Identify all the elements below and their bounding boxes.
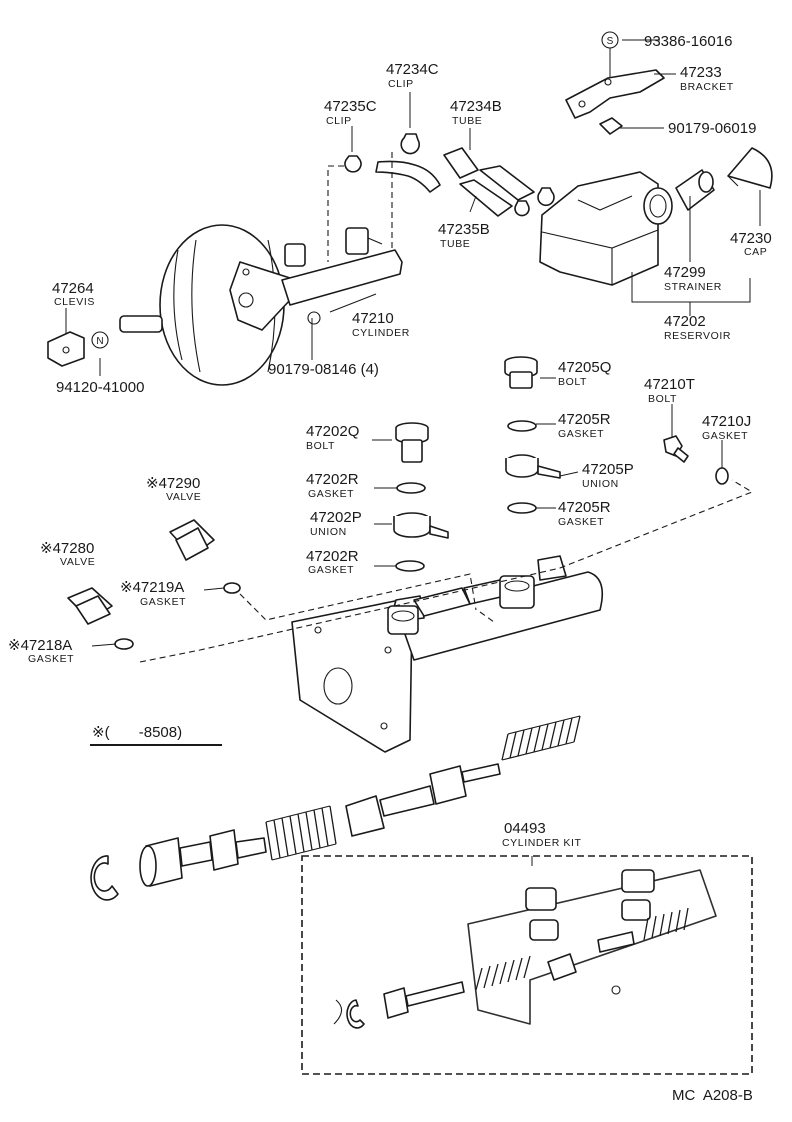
label-47219a-number: ※47219A (120, 579, 184, 596)
label-47233-name: BRACKET (680, 81, 734, 93)
clips-and-tubes (344, 133, 555, 217)
marker-n: N (91, 331, 109, 349)
label-47202r1-number: 47202R (306, 471, 359, 488)
label-47210t-number: 47210T (644, 376, 695, 393)
label-47205r2-number: 47205R (558, 499, 611, 516)
valve-47290 (169, 519, 215, 561)
label-47202r1-name: GASKET (308, 488, 354, 500)
label-47230-name: CAP (744, 246, 767, 258)
valve-47280 (67, 587, 113, 625)
label-47299-number: 47299 (664, 264, 706, 281)
label-47280-number: ※47280 (40, 540, 94, 557)
label-47205r1-name: GASKET (558, 428, 604, 440)
label-47202-name: RESERVOIR (664, 330, 731, 342)
label-47299-name: STRAINER (664, 281, 722, 293)
label-93386-number: 93386-16016 (644, 33, 732, 50)
label-47218a-number: ※47218A (8, 637, 72, 654)
label-47233-number: 47233 (680, 64, 722, 81)
cylinder-kit-box (301, 855, 753, 1075)
label-47205r1-number: 47205R (558, 411, 611, 428)
label-47234b-number: 47234B (450, 98, 502, 115)
union-bolt-set-upper (504, 356, 561, 514)
label-47210-number: 47210 (352, 310, 394, 327)
marker-o-90179 (307, 311, 321, 325)
bolt-47210t (663, 435, 689, 463)
label-47205r2-name: GASKET (558, 516, 604, 528)
leader-lines (65, 39, 761, 866)
marker-s-text: S (607, 36, 614, 47)
label-47210j-name: GASKET (702, 430, 748, 442)
assembly-dashed-lines (139, 152, 754, 663)
label-47210t-name: BOLT (648, 393, 677, 405)
label-47234c-number: 47234C (386, 61, 439, 78)
part-labels: 93386-16016 47233 BRACKET 90179-06019 47… (8, 33, 772, 849)
gasket-47210j (715, 467, 729, 485)
label-47202p-name: UNION (310, 526, 347, 538)
label-04493-name: CYLINDER KIT (502, 837, 582, 849)
label-47290-number: ※47290 (146, 475, 200, 492)
label-47235c-number: 47235C (324, 98, 377, 115)
label-47218a-name: GASKET (28, 653, 74, 665)
label-47235b-number: 47235B (438, 221, 490, 238)
reservoir-assembly (539, 69, 773, 286)
label-47290-name: VALVE (166, 491, 201, 503)
master-cylinder-body (291, 555, 604, 753)
label-04493-number: 04493 (504, 820, 546, 837)
label-47205q-number: 47205Q (558, 359, 611, 376)
union-bolt-set-lower (393, 422, 449, 572)
label-47210-name: CYLINDER (352, 327, 410, 339)
label-47205p-number: 47205P (582, 461, 634, 478)
label-47230-number: 47230 (730, 230, 772, 247)
label-47205p-name: UNION (582, 478, 619, 490)
label-47234c-name: CLIP (388, 78, 414, 90)
label-47202-number: 47202 (664, 313, 706, 330)
marker-s: S (601, 31, 619, 49)
label-47202r2-number: 47202R (306, 548, 359, 565)
footnote: ※( -8508) (90, 724, 222, 746)
label-47210j-number: 47210J (702, 413, 751, 430)
label-47235c-name: CLIP (326, 115, 352, 127)
label-94120-number: 94120-41000 (56, 379, 144, 396)
label-90179a-number: 90179-06019 (668, 120, 756, 137)
label-47280-name: VALVE (60, 556, 95, 568)
clevis (47, 331, 85, 367)
label-47202r2-name: GASKET (308, 564, 354, 576)
label-47202p-number: 47202P (310, 509, 362, 526)
spring-rear (501, 715, 581, 761)
diagram-code: MC A208-B (672, 1087, 753, 1104)
label-47205q-name: BOLT (558, 376, 587, 388)
label-47219a-name: GASKET (140, 596, 186, 608)
label-47202q-name: BOLT (306, 440, 335, 452)
piston-spring-stack (90, 715, 581, 901)
label-47264-name: CLEVIS (54, 296, 95, 308)
marker-n-text: N (96, 336, 103, 347)
label-47264-number: 47264 (52, 280, 94, 297)
spring-front (265, 805, 337, 861)
gasket-47218a (114, 638, 134, 650)
upper-master-cylinder (229, 227, 403, 331)
label-90179b-number: 90179-08146 (4) (268, 361, 379, 378)
gasket-47219a (223, 582, 241, 594)
footnote-range: ※( -8508) (92, 724, 182, 741)
label-47234b-name: TUBE (452, 115, 482, 127)
label-47235b-name: TUBE (440, 238, 470, 250)
label-47202q-number: 47202Q (306, 423, 359, 440)
